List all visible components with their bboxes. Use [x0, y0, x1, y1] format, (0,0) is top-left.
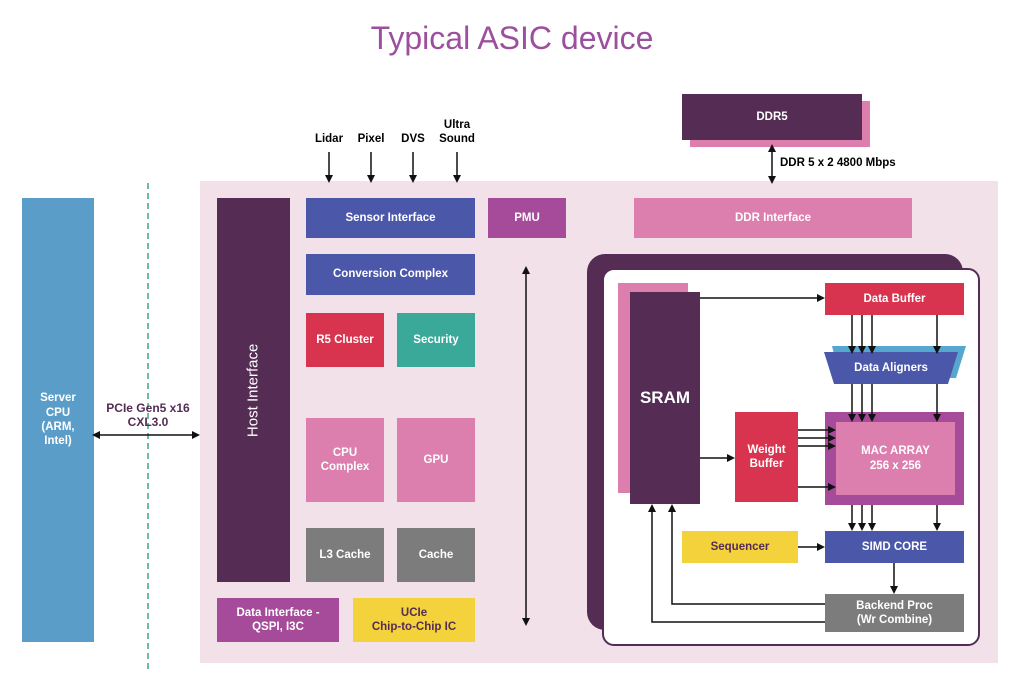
gpu: GPU: [397, 418, 475, 502]
data-aligners-trapezoid: [824, 352, 958, 384]
ddr5-memory: DDR5: [682, 94, 862, 140]
security: Security: [397, 313, 475, 367]
backend-to-sram-arrow-2: [648, 504, 825, 623]
backend-proc: Backend Proc (Wr Combine): [825, 594, 964, 632]
server-cpu: Server CPU (ARM, Intel): [22, 198, 94, 642]
mac-array: MAC ARRAY 256 x 256: [836, 422, 955, 495]
conversion-complex: Conversion Complex: [306, 254, 475, 295]
sequencer: Sequencer: [682, 531, 798, 563]
host-interface: Host Interface: [217, 198, 290, 582]
pcie-label: PCIe Gen5 x16 CXL3.0: [106, 401, 190, 430]
page-title: Typical ASIC device: [370, 20, 654, 56]
cache: Cache: [397, 528, 475, 582]
sensor-label-dvs: DVS: [401, 133, 425, 145]
r5-cluster: R5 Cluster: [306, 313, 384, 367]
cpu-complex: CPU Complex: [306, 418, 384, 502]
boundary-dashed-line: [147, 183, 149, 669]
backend-to-sram-arrow-1: [668, 504, 825, 605]
data-aligners-shape: [820, 346, 966, 386]
l3-cache: L3 Cache: [306, 528, 384, 582]
data-aligners-label: Data Aligners: [854, 361, 928, 374]
weight-buffer: Weight Buffer: [735, 412, 798, 502]
sensor-label-pixel: Pixel: [357, 133, 385, 145]
sensor-interface: Sensor Interface: [306, 198, 475, 238]
sensor-label-lidar: Lidar: [314, 133, 344, 145]
ddr-speed-label: DDR 5 x 2 4800 Mbps: [780, 157, 896, 169]
simd-core: SIMD CORE: [825, 531, 964, 563]
ucie: UCIe Chip-to-Chip IC: [353, 598, 475, 642]
data-interface: Data Interface - QSPI, I3C: [217, 598, 339, 642]
pmu: PMU: [488, 198, 566, 238]
data-buffer: Data Buffer: [825, 283, 964, 315]
ddr-interface: DDR Interface: [634, 198, 912, 238]
sensor-label-ultrasound: Ultra Sound: [439, 119, 475, 145]
sram: SRAM: [630, 292, 700, 504]
